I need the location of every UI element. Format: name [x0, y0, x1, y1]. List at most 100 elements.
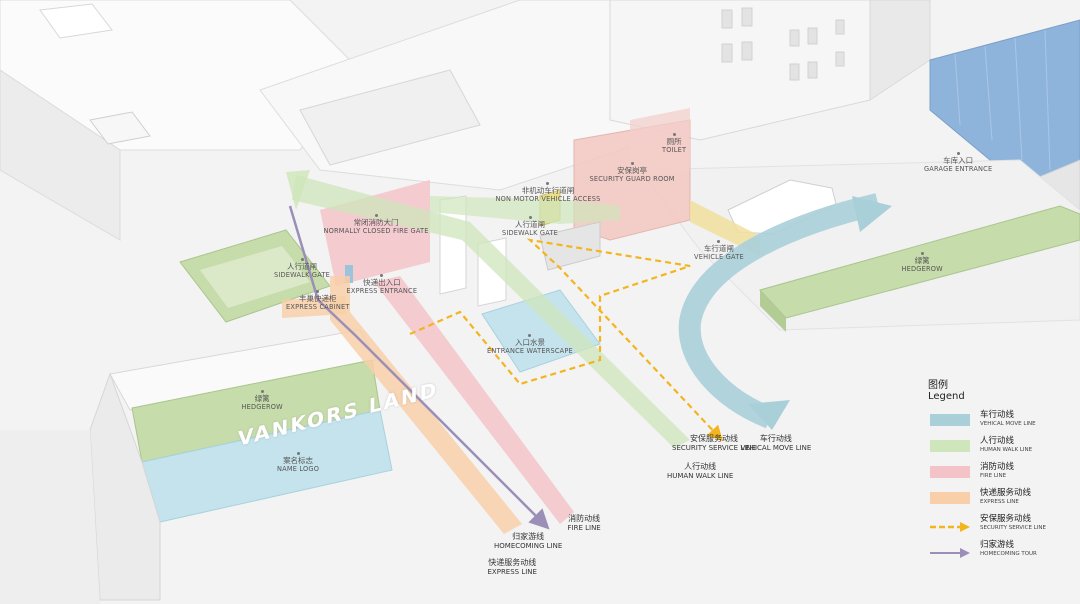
- zone-dot: [630, 162, 634, 165]
- express-band: [330, 276, 522, 534]
- routes-layer: [282, 170, 892, 534]
- zone-label-en: SIDEWALK GATE: [274, 270, 331, 279]
- homecoming-line-path: [288, 205, 550, 530]
- zone-label-en: NORMALLY CLOSED FIRE GATE: [323, 226, 429, 235]
- zone-label-en: SIDEWALK GATE: [502, 228, 559, 237]
- zone-dot: [528, 334, 532, 337]
- zone-label-cn: 案名标志: [283, 456, 314, 465]
- zone-label-en: NON MOTOR VEHICLE ACCESS: [495, 194, 601, 203]
- zone-label-en: SECURITY GUARD ROOM: [589, 174, 675, 183]
- zone-label-en: NAME LOGO: [277, 464, 320, 473]
- zone-label-cn: 常闭消防大门: [353, 218, 399, 227]
- arrow-icon: [930, 548, 970, 558]
- zone-label-en: EXPRESS CABINET: [286, 302, 350, 311]
- route-label-en: FIRE LINE: [567, 523, 601, 532]
- tower-windows: [721, 7, 845, 81]
- building-top-left-side: [0, 69, 121, 241]
- zone-dot: [920, 252, 924, 255]
- zone-dot: [316, 290, 320, 293]
- zone-label-cn: 安保岗亭: [617, 166, 648, 175]
- route-label-en: VEHICAL MOVE LINE: [740, 443, 812, 452]
- legend-label-en: HOMECOMING TOUR: [980, 550, 1037, 557]
- hedgerow-right-front: [760, 290, 786, 332]
- legend-label-en: EXPRESS LINE: [980, 498, 1019, 505]
- zone-dot: [300, 258, 304, 261]
- zone-dot: [374, 214, 378, 217]
- zone-label-en: TOILET: [662, 145, 687, 154]
- zone-dot: [380, 274, 384, 277]
- legend-swatch: [930, 518, 970, 532]
- route-label-en: SECURITY SERVICE LINE: [672, 443, 756, 452]
- zone-label-en: GARAGE ENTRANCE: [924, 164, 993, 173]
- legend-label-cn: 消防动线: [980, 462, 1015, 472]
- fire-band: [374, 276, 574, 524]
- route-label-cn: 车行动线: [759, 434, 792, 443]
- legend-swatch: [930, 414, 970, 426]
- human-walk-band-2: [430, 196, 620, 224]
- route-label-en: HUMAN WALK LINE: [667, 471, 734, 480]
- legend-label-cn: 快递服务动线: [980, 488, 1032, 498]
- legend-swatch: [930, 492, 970, 504]
- zone-label-cn: 绿篱: [914, 256, 930, 265]
- route-label-en: EXPRESS LINE: [487, 567, 537, 576]
- dashed-arrow-icon: [930, 522, 970, 532]
- security-line-path: [409, 238, 724, 442]
- zone-dot: [546, 182, 550, 185]
- zone-dot: [528, 216, 532, 219]
- zone-label-cn: 人行道闸: [287, 262, 318, 271]
- legend-swatch: [930, 466, 970, 478]
- legend-label-en: VEHICAL MOVE LINE: [980, 420, 1036, 427]
- human-walk-band-1: [292, 175, 690, 448]
- zone-dot: [717, 240, 721, 243]
- human-walk-arrow-head: [286, 170, 310, 210]
- zone-dot: [956, 152, 960, 155]
- vehicle-band: [678, 193, 881, 429]
- rooftop-vent: [89, 111, 151, 145]
- zone-label-en: ENTRANCE WATERSCAPE: [487, 346, 573, 355]
- vehicle-arrow-head-bottom: [748, 400, 790, 430]
- building-top-left: [0, 0, 361, 151]
- legend-label-en: HUMAN WALK LINE: [980, 446, 1033, 453]
- lower-slab: [0, 430, 100, 604]
- zone-label-en: VEHICLE GATE: [694, 252, 744, 261]
- zone-label-cn: 车行道闸: [703, 244, 734, 253]
- legend-swatch: [930, 440, 970, 452]
- vehicle-gate-arm: [690, 200, 760, 256]
- route-label-cn: 人行动线: [684, 462, 717, 471]
- zone-label-en: HEDGEROW: [901, 264, 943, 273]
- legend-title-cn: 图例: [928, 380, 948, 391]
- route-label-cn: 归家游线: [512, 532, 545, 541]
- vehicle-arrow-head-top: [852, 196, 892, 232]
- zone-label-cn: 车库入口: [943, 156, 974, 165]
- express-cabinet: [345, 265, 353, 283]
- tower-front: [609, 0, 871, 141]
- route-label-cn: 安保服务动线: [689, 434, 738, 443]
- legend-title-en: Legend: [928, 391, 965, 402]
- garage-roof-panels: [954, 29, 1051, 171]
- legend-label-en: SECURITY SERVICE LINE: [980, 524, 1046, 531]
- zone-label-cn: 人行道闸: [515, 220, 546, 229]
- zone-dot: [672, 133, 676, 136]
